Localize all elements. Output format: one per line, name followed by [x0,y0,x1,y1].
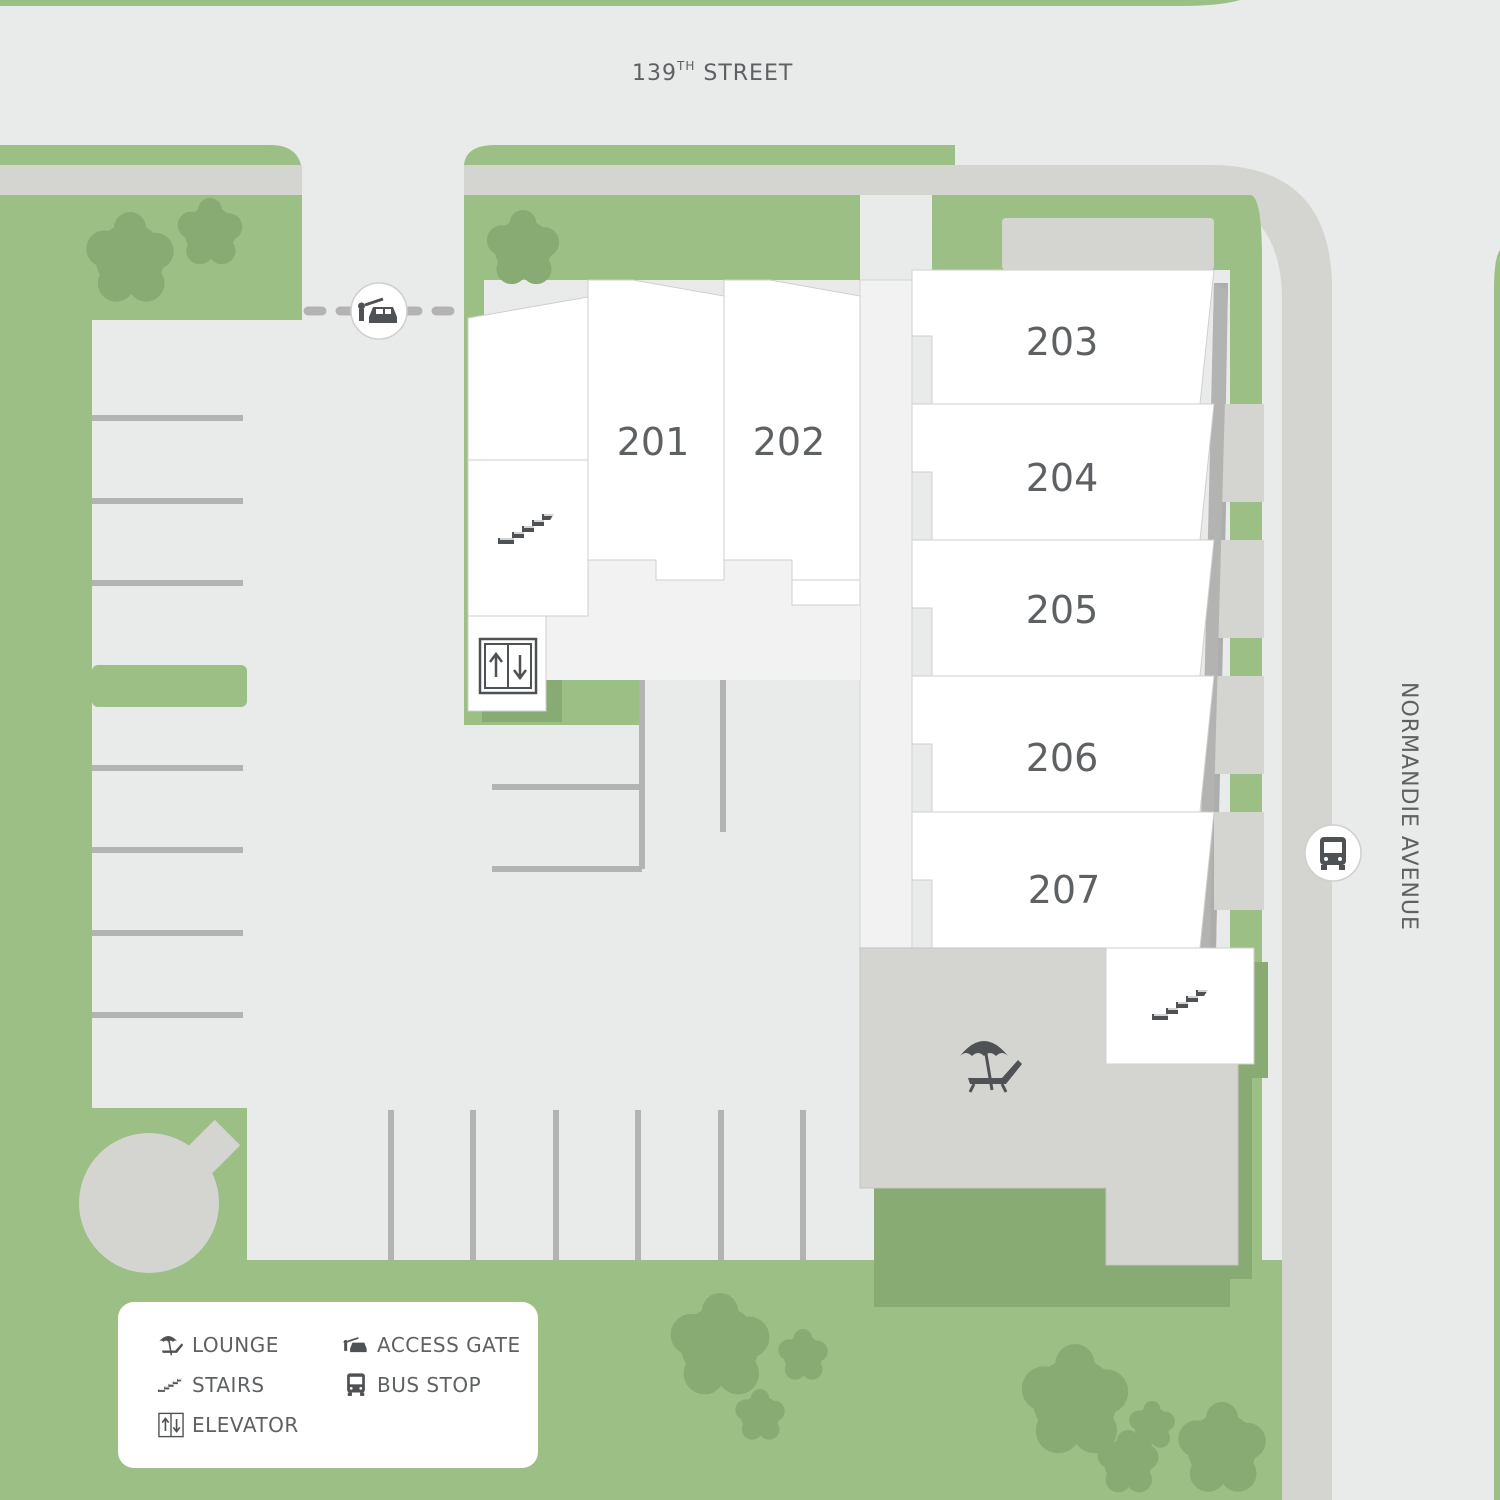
parking-stalls-south [388,1110,806,1260]
unit-204-label: 204 [1026,456,1099,500]
legend-stairs-label: STAIRS [192,1373,265,1397]
street-name-east: NORMANDIE AVENUE [1396,682,1421,931]
east-building [911,269,1215,949]
parking-island [92,665,247,707]
unit-206-label: 206 [1026,736,1099,780]
north-grass-strip [0,0,1240,6]
lounge-icon [158,1335,184,1356]
map-legend: LOUNGE STAIRS ELEVATOR ACCESS GATE [118,1302,538,1468]
legend-elevator: ELEVATOR [158,1410,299,1440]
north-center-grass [464,145,955,165]
legend-elevator-label: ELEVATOR [192,1413,299,1437]
bus-stop-marker[interactable] [1304,824,1362,882]
legend-stairs: STAIRS [158,1370,265,1400]
east-grass-edge [1494,250,1500,1500]
bus-stop-icon [347,1373,365,1396]
legend-access-gate-label: ACCESS GATE [377,1333,521,1357]
parking-stalls-west [92,415,243,1018]
legend-bus-stop-label: BUS STOP [377,1373,482,1397]
corridor-south [546,560,860,680]
site-grass-north [464,195,860,280]
unit-203-label: 203 [1026,320,1099,364]
unit-207-label: 207 [1028,868,1101,912]
elevator-icon [158,1412,184,1438]
west-building [467,279,861,712]
legend-lounge-label: LOUNGE [192,1333,279,1357]
street-name-north: 139TH STREET [632,59,793,86]
turnaround-circle [79,1119,241,1273]
legend-bus-stop: BUS STOP [343,1370,481,1400]
elevator-icon [478,637,538,695]
east-shadow-strip [1198,283,1228,950]
legend-access-gate: ACCESS GATE [343,1330,521,1360]
access-gate-icon [343,1337,367,1353]
parking-stalls-center [492,680,726,872]
unit-205-label: 205 [1026,588,1099,632]
corridor-east [859,279,913,949]
access-gate-marker[interactable] [350,282,408,340]
parking-lot [92,320,860,1260]
legend-lounge: LOUNGE [158,1330,279,1360]
unit-202-label: 202 [753,420,826,464]
stairs-icon [158,1378,183,1393]
unit-201-label: 201 [617,420,690,464]
lounge-icon [960,1041,1022,1093]
